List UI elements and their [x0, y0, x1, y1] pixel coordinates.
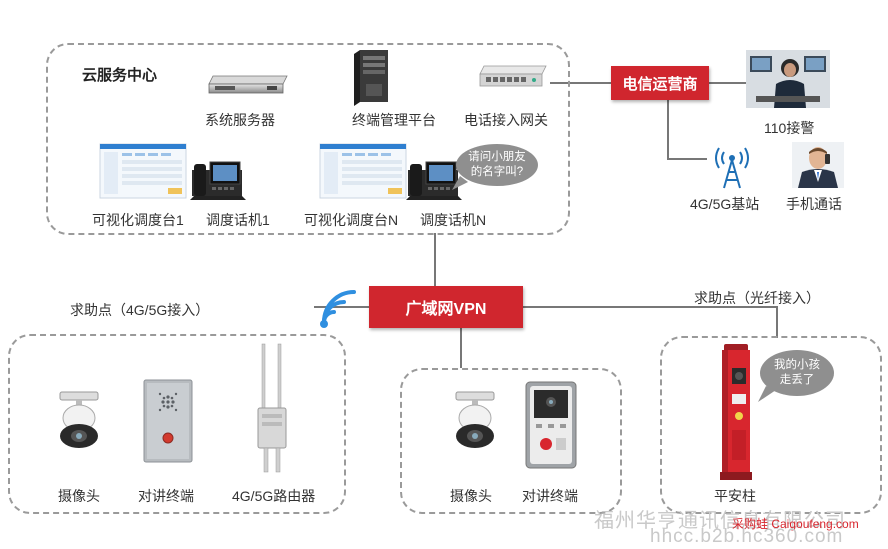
cloud-to-vpn-line — [434, 233, 436, 286]
cloud-service-box — [46, 43, 570, 235]
wifi-signal-icon — [320, 290, 356, 328]
middle-camera-label: 摄像头 — [450, 488, 492, 504]
pillar-label: 平安柱 — [714, 488, 756, 504]
police-110-label: 110接警 — [764, 120, 815, 136]
bubble-line: 的名字叫? — [470, 166, 524, 178]
console-1-label: 可视化调度台1 — [92, 212, 184, 228]
bubble-tail — [758, 386, 776, 402]
phone-1-label: 调度话机1 — [206, 212, 270, 228]
console-n-label: 可视化调度台N — [304, 212, 399, 228]
router-antenna-icon — [257, 343, 287, 473]
system-server-label: 系统服务器 — [205, 112, 275, 128]
dispatch-console-screen-icon — [319, 143, 407, 199]
wan-vpn-box: 广域网VPN — [369, 286, 523, 328]
middle-help-point-box — [400, 368, 622, 514]
safety-pillar-icon — [720, 344, 752, 480]
dispatch-console-screen-icon — [99, 143, 187, 199]
telecom-down-line — [667, 100, 669, 160]
bubble-line: 走丢了 — [779, 374, 815, 386]
right-down-line — [776, 306, 778, 338]
left-intercom-label: 对讲终端 — [138, 488, 194, 504]
bubble-line: 请问小朋友 — [468, 151, 526, 163]
network-switch-icon — [479, 65, 547, 87]
right-point-title: 求助点（光纤接入） — [694, 290, 820, 306]
ptz-camera-icon — [59, 391, 99, 448]
mobile-caller-icon — [792, 142, 844, 188]
base-station-label: 4G/5G基站 — [690, 196, 760, 212]
telecom-operator-box: 电信运营商 — [611, 66, 709, 100]
video-intercom-icon — [525, 381, 577, 469]
police-operator-icon — [746, 50, 830, 108]
left-point-title: 求助点（4G/5G接入） — [70, 302, 210, 318]
speech-bubble-question: 请问小朋友 的名字叫? — [456, 144, 538, 186]
intercom-panel-icon — [143, 379, 193, 463]
phone-gateway-label: 电话接入网关 — [464, 112, 548, 128]
mobile-call-label: 手机通话 — [786, 196, 842, 212]
left-help-point-box — [8, 334, 346, 514]
terminal-platform-label: 终端管理平台 — [352, 112, 436, 128]
gateway-to-telecom-line — [550, 82, 612, 84]
vpn-to-right-line — [522, 306, 778, 308]
desk-phone-icon — [406, 161, 462, 200]
tower-server-icon — [354, 50, 388, 106]
speech-bubble-lost-child: 我的小孩 走丢了 — [760, 350, 834, 396]
router-label: 4G/5G路由器 — [232, 488, 316, 504]
site-cn-watermark: 采购蛙 Caigoufeng.com — [732, 517, 859, 531]
desk-phone-icon — [190, 161, 246, 200]
ptz-camera-icon — [455, 391, 495, 448]
rack-server-icon — [208, 75, 288, 94]
vpn-to-middle-line — [460, 328, 462, 368]
telecom-to-police-line — [708, 82, 748, 84]
base-station-tower-icon — [715, 147, 749, 189]
vpn-to-left-line — [314, 306, 370, 308]
company-watermark: 福州华亨通讯信息有限公司 — [594, 510, 846, 532]
phone-n-label: 调度话机N — [420, 212, 487, 228]
cloud-service-title: 云服务中心 — [82, 67, 158, 84]
bubble-line: 我的小孩 — [774, 359, 820, 371]
middle-intercom-label: 对讲终端 — [522, 488, 578, 504]
telecom-to-station-line — [667, 158, 707, 160]
bubble-tail — [452, 176, 468, 190]
left-camera-label: 摄像头 — [58, 488, 100, 504]
right-help-point-box — [660, 336, 882, 514]
site-url-watermark: hhcc.b2b.hc360.com — [650, 526, 844, 547]
